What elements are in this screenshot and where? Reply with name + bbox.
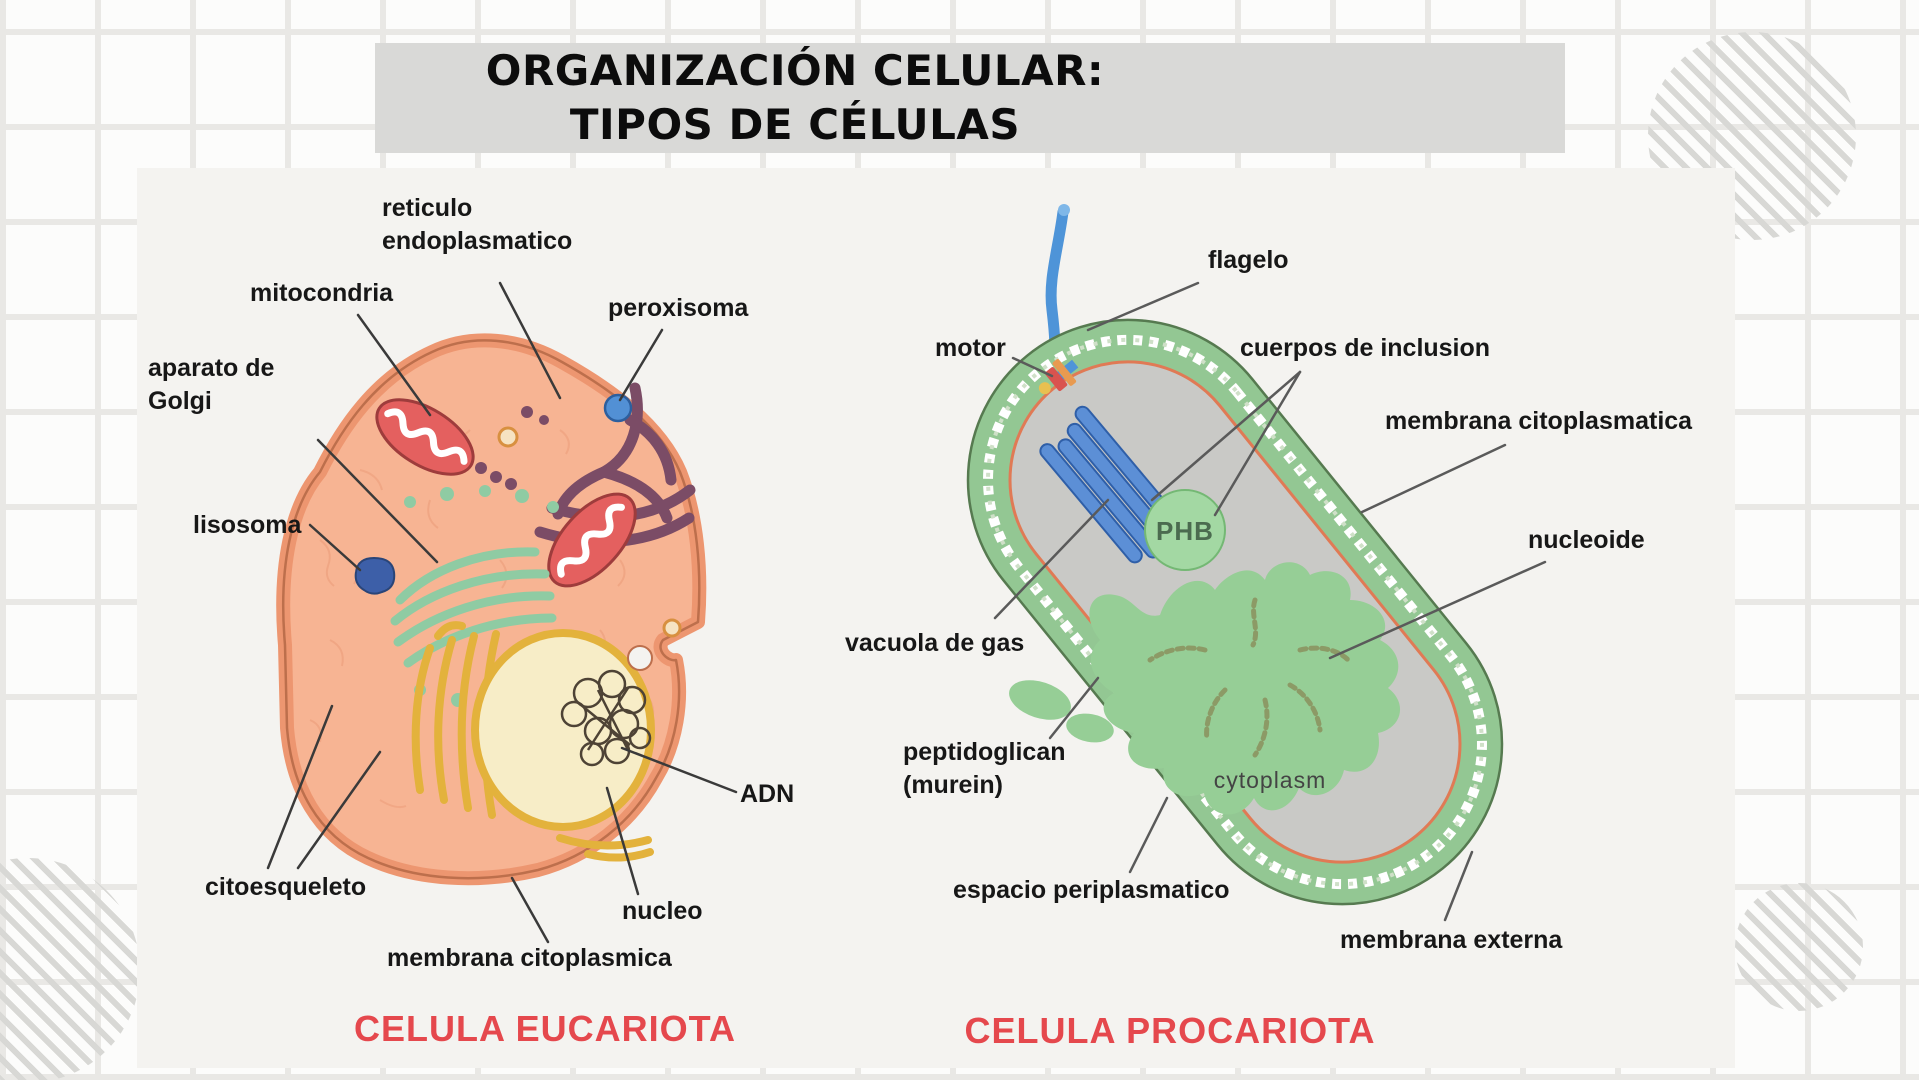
label-aparato-de-golgi: aparato de Golgi bbox=[148, 354, 275, 415]
label-mitocondria: mitocondria bbox=[250, 279, 394, 307]
label-peroxisoma: peroxisoma bbox=[608, 294, 749, 322]
label-nucleoide: nucleoide bbox=[1528, 526, 1645, 554]
page-title-line2: TIPOS DE CÉLULAS bbox=[569, 100, 1021, 149]
caption-celula-eucariota: CELULA EUCARIOTA bbox=[354, 1008, 736, 1049]
label-membrana-citoplasmica: membrana citoplasmica bbox=[387, 944, 672, 972]
title-background-box bbox=[375, 43, 1565, 153]
label-membrana-citoplasmatica: membrana citoplasmatica bbox=[1385, 407, 1693, 435]
label-nucleo: nucleo bbox=[622, 897, 703, 925]
label-motor: motor bbox=[935, 334, 1006, 362]
label-adn: ADN bbox=[740, 780, 795, 808]
decorative-striped-circle-bottom-left bbox=[0, 858, 140, 1080]
label-vacuola-de-gas: vacuola de gas bbox=[845, 629, 1025, 657]
page-title-line1: ORGANIZACIÓN CELULAR: bbox=[485, 46, 1105, 95]
label-flagelo: flagelo bbox=[1208, 246, 1289, 274]
label-lisosoma: lisosoma bbox=[193, 511, 302, 539]
label-membrana-externa: membrana externa bbox=[1340, 926, 1563, 954]
decorative-striped-circle-bottom-right bbox=[1735, 883, 1863, 1011]
label-cuerpos-de-inclusion: cuerpos de inclusion bbox=[1240, 334, 1491, 362]
label-peptidoglican-murein: peptidoglican (murein) bbox=[903, 738, 1066, 799]
caption-celula-procariota: CELULA PROCARIOTA bbox=[964, 1010, 1376, 1051]
page-title: ORGANIZACIÓN CELULAR: TIPOS DE CÉLULAS bbox=[375, 44, 1215, 152]
label-citoesqueleto: citoesqueleto bbox=[205, 873, 367, 901]
label-reticulo-endoplasmatico: reticulo endoplasmatico bbox=[382, 194, 573, 255]
label-espacio-periplasmatico: espacio periplasmatico bbox=[953, 876, 1230, 904]
